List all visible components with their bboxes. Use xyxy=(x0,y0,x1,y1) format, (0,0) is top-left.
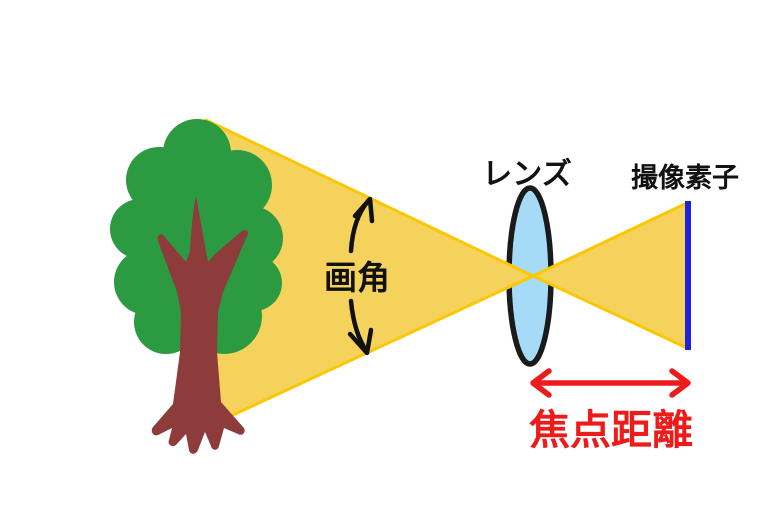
tree-illustration xyxy=(110,119,283,454)
focal-length-label: 焦点距離 xyxy=(529,406,693,454)
lens-label: レンズ xyxy=(482,157,571,192)
angle-of-view-arrow xyxy=(347,196,375,356)
angle-of-view-label: 画角 xyxy=(324,258,390,297)
focal-length-arrow xyxy=(530,368,691,398)
light-cone-image-side xyxy=(531,201,689,350)
tree-trunk xyxy=(151,196,249,454)
sensor-label: 撮像素子 xyxy=(631,163,739,194)
